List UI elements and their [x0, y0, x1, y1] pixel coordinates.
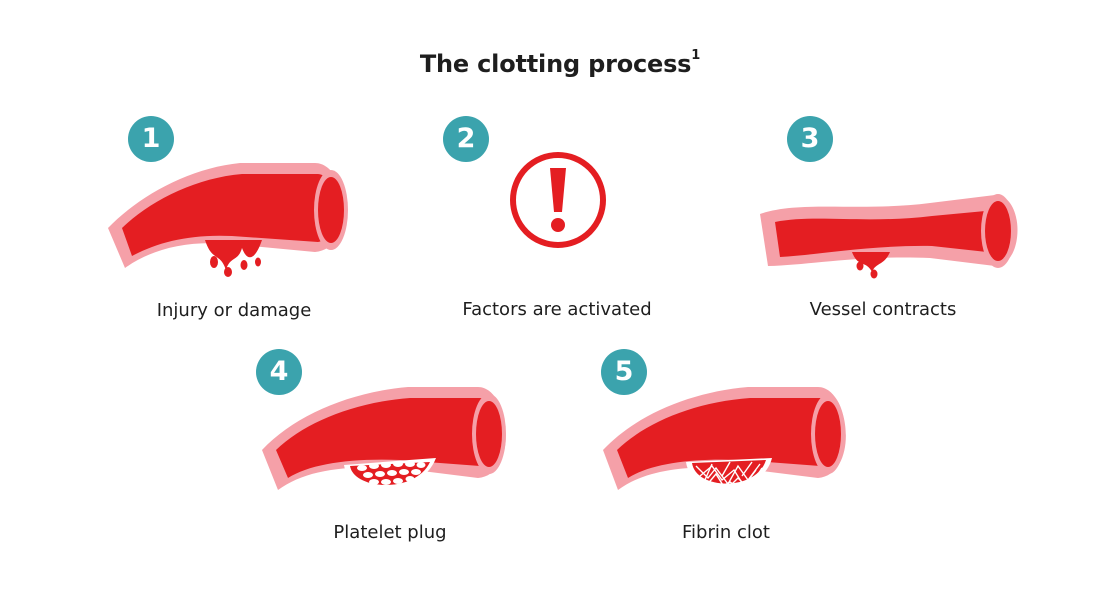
step-4-badge: 4	[256, 349, 302, 395]
step-2-label: Factors are activated	[462, 299, 652, 320]
step-5-badge: 5	[601, 349, 647, 395]
step-1-label: Injury or damage	[156, 300, 312, 321]
step-3-label: Vessel contracts	[809, 299, 957, 320]
step-4-label: Platelet plug	[333, 522, 447, 543]
step-5-label: Fibrin clot	[682, 522, 770, 543]
step-3-badge: 3	[787, 116, 833, 162]
step-2-badge: 2	[443, 116, 489, 162]
title-footnote-marker: 1	[691, 48, 701, 63]
diagram-title: The clotting process1	[0, 48, 1120, 78]
title-text: The clotting process	[419, 50, 692, 78]
step-1-badge: 1	[128, 116, 174, 162]
